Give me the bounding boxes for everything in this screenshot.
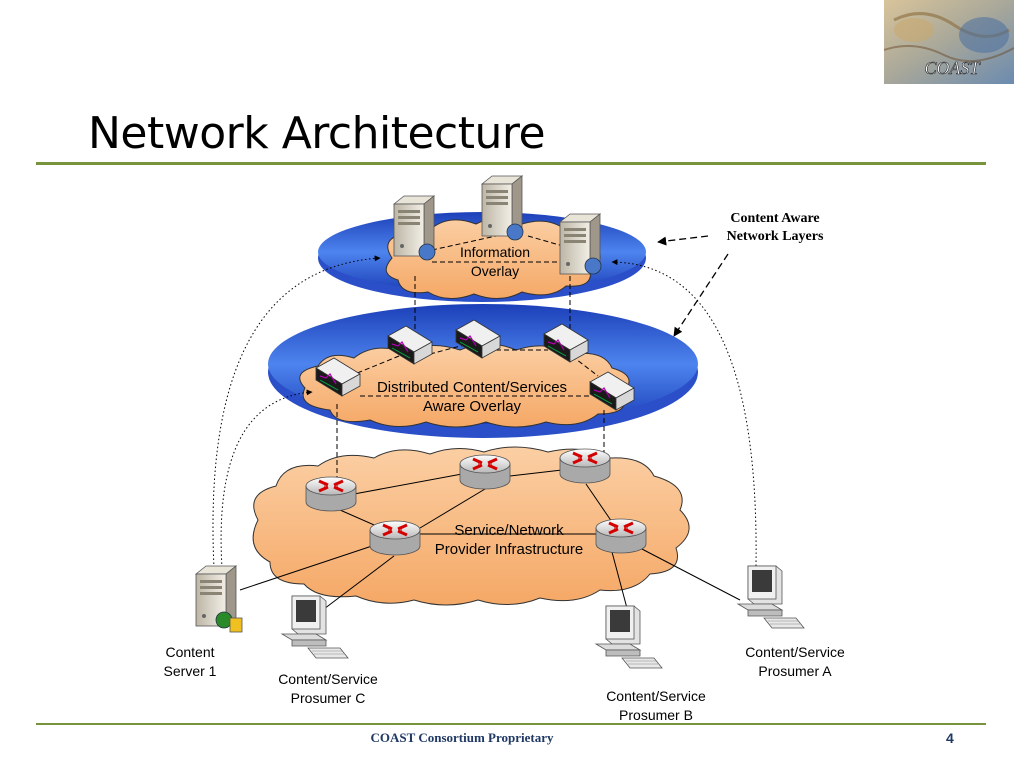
distributed-overlay-cloud: [299, 343, 630, 428]
infrastructure-cloud: [252, 446, 690, 606]
information-overlay-label: Information Overlay: [440, 243, 550, 281]
prosumer-a-text: Content/Service Prosumer A: [745, 644, 845, 679]
router-icon-1: [304, 475, 358, 513]
desktop-computer-icon-a: [737, 565, 805, 629]
router-icon-3: [558, 447, 612, 485]
footer-divider: [36, 723, 986, 725]
prosumer-c-text: Content/Service Prosumer C: [278, 671, 378, 706]
information-overlay-text: Information Overlay: [459, 244, 531, 279]
endpoint-overlay-links: [212, 255, 757, 569]
content-aware-annotation: Content Aware Network Layers: [700, 210, 850, 246]
slide-title: Network Architecture: [88, 108, 546, 159]
page-number: 4: [946, 730, 954, 746]
router-icon-4: [368, 519, 422, 557]
content-server-text: Content Server 1: [163, 644, 217, 679]
content-aware-annotation-text: Content Aware Network Layers: [726, 211, 824, 244]
prosumer-a-label: Content/Service Prosumer A: [728, 643, 862, 681]
prosumer-c-label: Content/Service Prosumer C: [262, 670, 394, 708]
coast-logo: COAST: [883, 0, 1015, 84]
content-server-icon: [195, 565, 243, 633]
distributed-overlay-text: Distributed Content/Services Aware Overl…: [376, 379, 568, 415]
prosumer-b-label: Content/Service Prosumer B: [590, 687, 722, 725]
desktop-computer-icon-c: [281, 595, 349, 659]
distributed-overlay-label: Distributed Content/Services Aware Overl…: [352, 378, 592, 416]
desktop-computer-icon-b: [595, 605, 663, 669]
content-server-label: Content Server 1: [150, 643, 230, 681]
infrastructure-text: Service/Network Provider Infrastructure: [434, 522, 584, 558]
infrastructure-label: Service/Network Provider Infrastructure: [414, 521, 604, 559]
title-divider: [36, 162, 986, 165]
infrastructure-links: [239, 469, 741, 613]
router-icon-2: [458, 453, 512, 491]
prosumer-b-text: Content/Service Prosumer B: [606, 688, 706, 723]
footer-text: COAST Consortium Proprietary: [370, 730, 554, 745]
logo-text: COAST: [924, 58, 981, 78]
globe-icon: [418, 223, 602, 275]
annotation-arrows: [657, 235, 729, 337]
